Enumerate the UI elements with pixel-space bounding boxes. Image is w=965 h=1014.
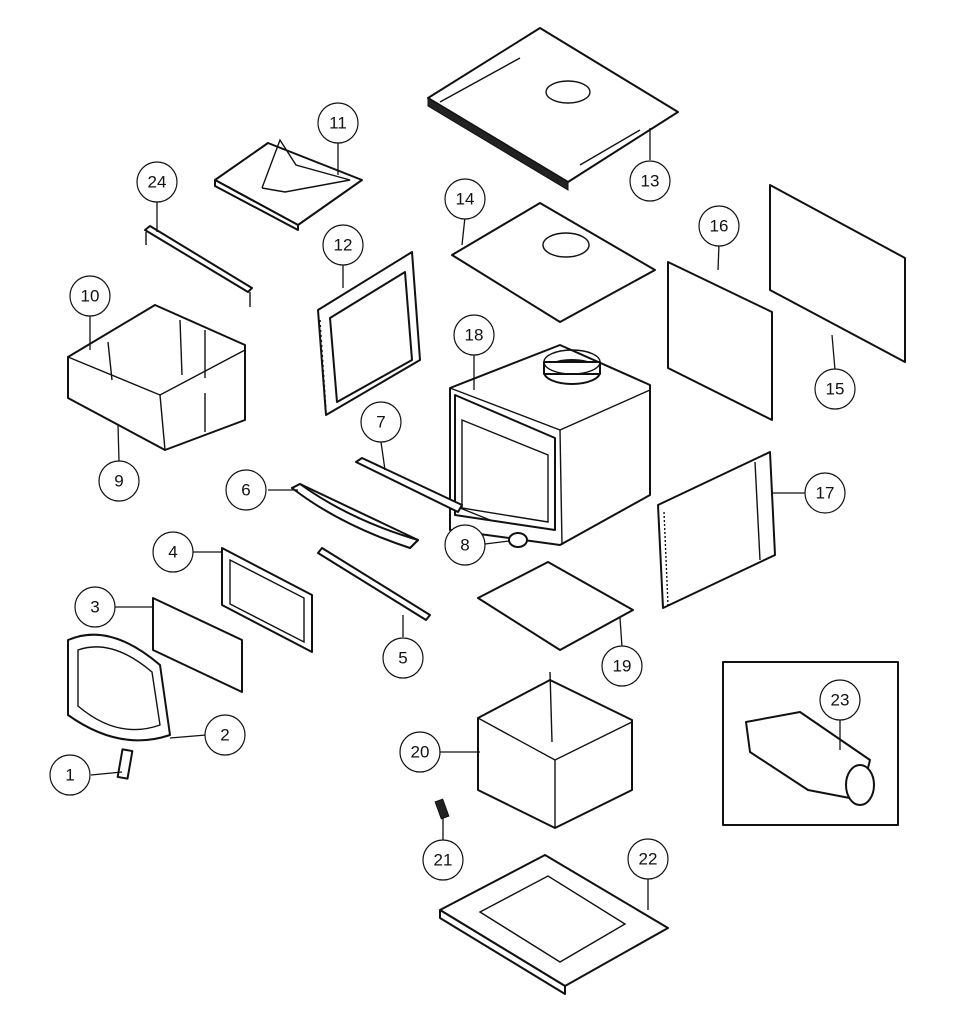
callout-18: 18 (453, 314, 495, 356)
callout-9-label: 9 (114, 472, 123, 491)
callout-8-label: 8 (460, 536, 469, 555)
callout-15: 15 (814, 368, 856, 410)
part-10-firebrick-liner (67, 304, 246, 451)
callout-3-label: 3 (90, 598, 99, 617)
part-21-clip (434, 798, 450, 820)
callout-1-label: 1 (65, 766, 74, 785)
callout-12: 12 (322, 224, 364, 266)
part-18-firebox (449, 344, 651, 546)
part-23-inset-detail (722, 661, 899, 826)
part-14-inner-top (451, 202, 656, 323)
part-5-strip (317, 547, 431, 621)
callout-16: 16 (698, 205, 740, 247)
callout-9: 9 (98, 460, 140, 502)
callout-14: 14 (444, 178, 486, 220)
part-19-bottom-plate (477, 561, 634, 651)
callout-23: 23 (819, 679, 861, 721)
callout-21: 21 (422, 839, 464, 881)
part-3-glass (152, 597, 243, 693)
callout-13: 13 (629, 160, 671, 202)
callout-6-label: 6 (241, 481, 250, 500)
part-8-knob (508, 532, 528, 548)
callout-21-label: 21 (434, 851, 453, 870)
callout-10: 10 (69, 275, 111, 317)
callout-13-label: 13 (641, 172, 660, 191)
callout-7: 7 (360, 401, 402, 443)
callout-4-label: 4 (168, 543, 177, 562)
part-6-deflector (291, 483, 419, 549)
part-7-control-rod (355, 457, 491, 521)
part-4-glass-frame (221, 547, 313, 653)
callout-15-label: 15 (826, 380, 845, 399)
callout-11: 11 (317, 102, 359, 144)
callout-16-label: 16 (710, 217, 729, 236)
callout-4: 4 (152, 531, 194, 573)
callout-8: 8 (444, 524, 486, 566)
callout-17: 17 (804, 472, 846, 514)
callout-10-label: 10 (81, 287, 100, 306)
callout-6: 6 (225, 469, 267, 511)
part-24-rail (144, 225, 253, 307)
callout-17-label: 17 (816, 484, 835, 503)
callout-19-label: 19 (613, 657, 632, 676)
part-13-top-plate (427, 27, 679, 191)
part-1-handle (116, 748, 134, 780)
callout-22: 22 (627, 838, 669, 880)
callout-12-label: 12 (334, 236, 353, 255)
leader-lines (89, 128, 841, 910)
callout-22-label: 22 (639, 850, 658, 869)
callout-1: 1 (49, 754, 91, 796)
part-16-back-panel (667, 261, 773, 421)
callout-3: 3 (74, 586, 116, 628)
callout-19: 19 (601, 645, 643, 687)
callout-20-label: 20 (411, 743, 430, 762)
callout-5-label: 5 (398, 649, 407, 668)
callout-24-label: 24 (148, 173, 167, 192)
part-17-side-shroud (657, 451, 776, 609)
part-11-baffle (214, 138, 363, 231)
callout-23-label: 23 (831, 691, 850, 710)
callout-24: 24 (136, 161, 178, 203)
callout-20: 20 (399, 731, 441, 773)
part-2-door (67, 633, 171, 742)
part-22-base-plate (439, 854, 669, 995)
callout-2-label: 2 (220, 726, 229, 745)
part-12-side-panel (317, 251, 421, 416)
callout-18-label: 18 (465, 326, 484, 345)
callout-7-label: 7 (376, 413, 385, 432)
part-20-pedestal (477, 671, 633, 829)
callout-5: 5 (382, 637, 424, 679)
callout-2: 2 (204, 714, 246, 756)
callout-14-label: 14 (456, 190, 475, 209)
callout-11-label: 11 (329, 114, 347, 133)
part-15-rear-panel (769, 184, 906, 363)
